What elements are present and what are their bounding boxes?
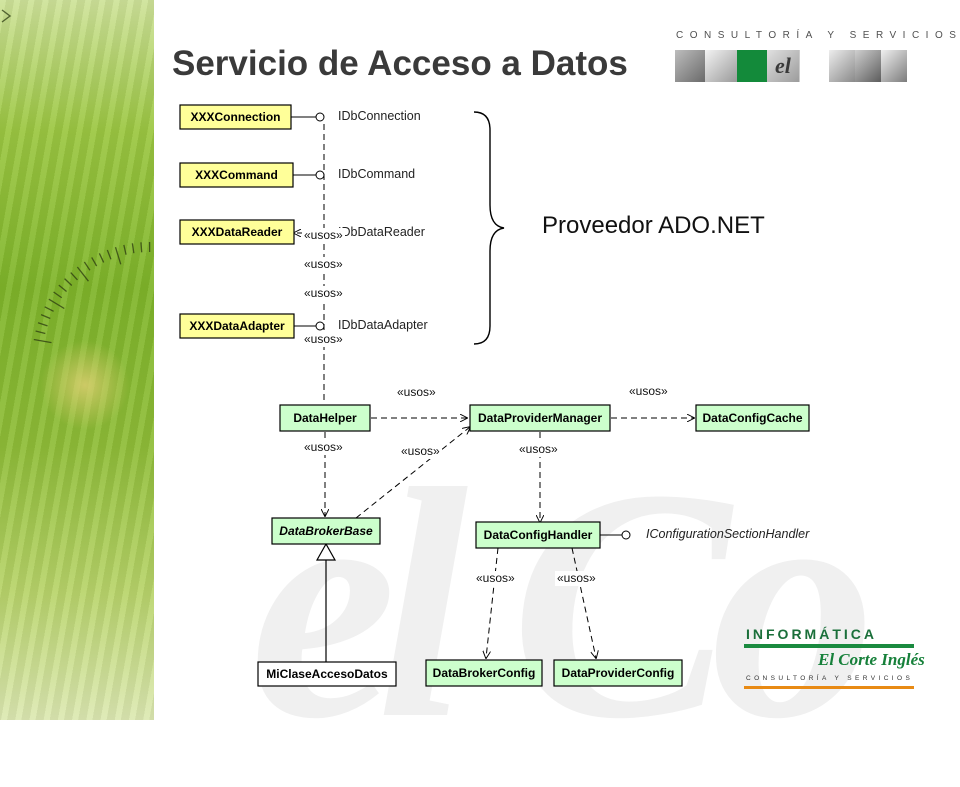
usos-label-manager-handler: «usos» (517, 442, 560, 457)
interface-label-datareader: IDbDataReader (338, 225, 425, 239)
class-label-confighandler: DataConfigHandler (476, 522, 600, 548)
class-label-connection: XXXConnection (180, 105, 291, 129)
usos-label-manager-cache: «usos» (627, 384, 670, 399)
class-label-configcache: DataConfigCache (696, 405, 809, 431)
interface-command-circle (316, 171, 324, 179)
usos-label-datareader: «usos» (302, 228, 345, 243)
class-label-command: XXXCommand (180, 163, 293, 187)
usos-label-dataadapter: «usos» (302, 332, 345, 347)
interface-label-dataadapter: IDbDataAdapter (338, 318, 428, 332)
provider-label: Proveedor ADO.NET (542, 212, 765, 240)
class-label-brokerbase: DataBrokerBase (272, 518, 380, 544)
brand-orange-bar (744, 686, 914, 689)
usos-label-handler-brokerconfig: «usos» (474, 571, 517, 586)
brand-word: INFORMÁTICA (746, 626, 877, 642)
brand-subtitle: CONSULTORÍA Y SERVICIOS (746, 675, 913, 682)
provider-brace (474, 112, 504, 344)
usos-arrow-brokerbase-manager (356, 427, 470, 518)
inheritance-triangle (317, 544, 335, 560)
usos-label-trunk-2: «usos» (302, 286, 345, 301)
class-label-datareader: XXXDataReader (180, 220, 294, 244)
usos-label-helper-manager: «usos» (395, 385, 438, 400)
brand-logo: INFORMÁTICA El Corte Inglés CONSULTORÍA … (744, 620, 916, 692)
usos-label-helper-brokerbase: «usos» (302, 440, 345, 455)
usos-label-brokerbase-manager: «usos» (399, 444, 442, 459)
brand-cursive: El Corte Inglés (818, 650, 925, 670)
interface-label-confighandler: IConfigurationSectionHandler (646, 527, 809, 541)
class-label-miclase: MiClaseAccesoDatos (258, 662, 396, 686)
class-label-datahelper: DataHelper (280, 405, 370, 431)
usos-arrow-handler-brokerconfig (486, 548, 498, 658)
interface-confighandler-circle (622, 531, 630, 539)
interface-dataadapter-circle (316, 322, 324, 330)
interface-connection-circle (316, 113, 324, 121)
class-label-providermanager: DataProviderManager (470, 405, 610, 431)
usos-label-trunk-1: «usos» (302, 257, 345, 272)
uml-diagram (0, 0, 960, 720)
usos-arrow-handler-providerconfig (572, 548, 596, 658)
class-label-brokerconfig: DataBrokerConfig (426, 660, 542, 686)
interface-label-command: IDbCommand (338, 167, 415, 181)
usos-label-handler-providerconfig: «usos» (555, 571, 598, 586)
interface-label-connection: IDbConnection (338, 109, 421, 123)
class-label-providerconfig: DataProviderConfig (554, 660, 682, 686)
class-label-dataadapter: XXXDataAdapter (180, 314, 294, 338)
brand-green-bar (744, 644, 914, 648)
